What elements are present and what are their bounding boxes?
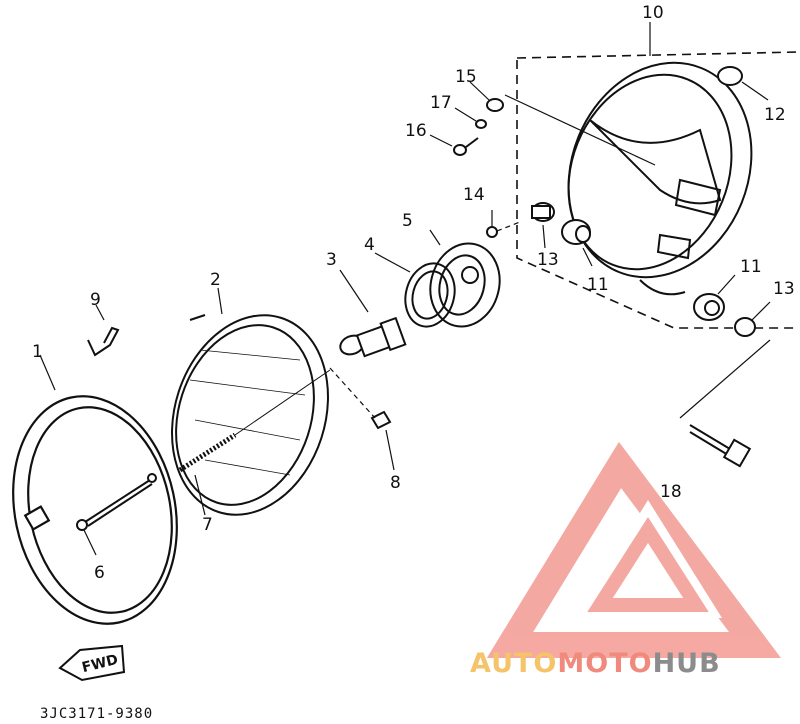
callout-16: 16 <box>405 121 427 141</box>
part-11-collar-left <box>561 219 593 267</box>
callout-12: 12 <box>764 105 786 125</box>
part-13-damper-left <box>531 202 555 249</box>
part-9-clip <box>87 304 120 357</box>
watermark-moto: MOTO <box>557 648 652 679</box>
callout-5: 5 <box>402 211 413 231</box>
part-5-socket-cover <box>429 229 501 328</box>
group-dashed-box <box>516 60 799 329</box>
callout-15: 15 <box>455 67 477 87</box>
part-11-collar-right <box>693 274 736 321</box>
callout-9: 9 <box>90 290 101 310</box>
drawing-code: 3JC3171-9380 <box>40 706 153 722</box>
watermark-text: AUTOMOTOHUB <box>470 648 721 679</box>
callout-10: 10 <box>642 3 664 23</box>
watermark-auto: AUTO <box>470 648 557 679</box>
part-16-screw <box>429 134 479 156</box>
part-17-washer <box>454 107 487 129</box>
part-6-adjusting-screw <box>76 473 157 556</box>
callout-11-right: 11 <box>740 257 762 277</box>
part-15-nut <box>469 81 504 112</box>
callout-7: 7 <box>202 515 213 535</box>
part-2-lens-unit <box>171 287 329 516</box>
part-8-nut <box>329 367 395 471</box>
watermark-logo <box>486 441 781 658</box>
callout-6: 6 <box>94 563 105 583</box>
part-13-damper-right <box>734 301 771 337</box>
callout-14: 14 <box>463 185 485 205</box>
part-18-bolt <box>679 339 771 468</box>
callout-3: 3 <box>326 250 337 270</box>
watermark-hub: HUB <box>653 648 721 679</box>
callout-4: 4 <box>364 235 375 255</box>
part-7-spring <box>178 369 331 516</box>
callout-8: 8 <box>390 473 401 493</box>
callout-1: 1 <box>32 342 43 362</box>
callout-17: 17 <box>430 93 452 113</box>
headlight-body-shell <box>504 61 753 296</box>
part-3-bulb <box>339 269 407 358</box>
callout-18: 18 <box>660 482 682 502</box>
callout-2: 2 <box>210 270 221 290</box>
callout-11-left: 11 <box>587 275 609 295</box>
part-1-headlight-rim <box>12 354 178 625</box>
part-14-screw <box>486 210 521 238</box>
part-4-seal-ring <box>374 252 456 328</box>
callout-13-left: 13 <box>537 250 559 270</box>
fwd-direction-arrow: FWD <box>58 644 126 682</box>
part-12-grommet <box>717 66 769 101</box>
callout-13-right: 13 <box>773 279 795 299</box>
